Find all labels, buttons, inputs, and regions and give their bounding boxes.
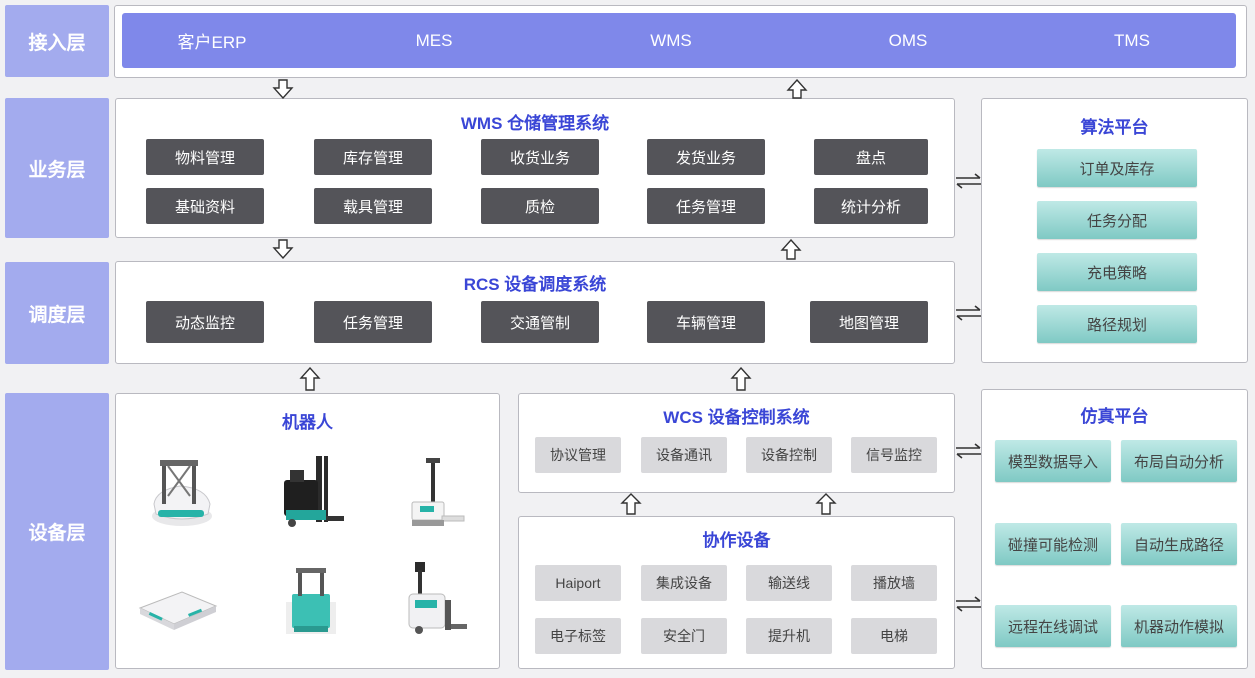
collab-module: 播放墙	[851, 565, 937, 601]
layer-label-device: 设备层	[5, 393, 109, 670]
algorithm-panel: 算法平台 订单及库存 任务分配 充电策略 路径规划	[981, 98, 1248, 363]
bidirectional-arrow-icon	[956, 173, 981, 189]
access-system-oms: OMS	[888, 30, 928, 50]
robot-image	[138, 591, 218, 630]
access-bar: 客户ERP MES WMS OMS TMS	[122, 13, 1236, 68]
arrow-down-icon	[272, 79, 294, 99]
wms-module: 物料管理	[146, 139, 264, 175]
robot-image	[411, 458, 465, 526]
robot-image	[152, 460, 212, 526]
simulation-module: 碰撞可能检测	[995, 523, 1111, 565]
bidirectional-arrow-icon	[956, 596, 981, 612]
access-system-mes: MES	[415, 30, 453, 50]
algorithm-title: 算法平台	[1080, 118, 1149, 137]
wcs-title: WCS 设备控制系统	[663, 408, 810, 427]
wms-module: 库存管理	[314, 139, 432, 175]
wms-module: 载具管理	[314, 188, 432, 224]
bidirectional-arrow-icon	[956, 443, 981, 459]
wms-module: 任务管理	[647, 188, 765, 224]
rcs-title: RCS 设备调度系统	[463, 275, 607, 294]
arrow-up-icon	[780, 239, 802, 260]
collab-title: 协作设备	[702, 531, 771, 550]
wms-module: 收货业务	[481, 139, 599, 175]
wms-module: 盘点	[814, 139, 928, 175]
wcs-module: 协议管理	[535, 437, 621, 473]
rcs-module: 交通管制	[481, 301, 599, 343]
access-system-tms: TMS	[1114, 30, 1150, 50]
robot-image	[408, 562, 467, 634]
wms-module: 发货业务	[647, 139, 765, 175]
simulation-module: 机器动作模拟	[1121, 605, 1237, 647]
wcs-module: 设备控制	[746, 437, 832, 473]
arrow-up-icon	[299, 367, 321, 391]
arrow-up-icon	[730, 367, 752, 391]
access-system-wms: WMS	[650, 30, 692, 50]
algorithm-module: 路径规划	[1037, 305, 1197, 343]
robots-title: 机器人	[282, 413, 333, 432]
wms-panel: WMS 仓储管理系统 物料管理 库存管理 收货业务 发货业务 盘点 基础资料 载…	[115, 98, 955, 238]
simulation-module: 远程在线调试	[995, 605, 1111, 647]
rcs-module: 车辆管理	[647, 301, 765, 343]
rcs-panel: RCS 设备调度系统 动态监控 任务管理 交通管制 车辆管理 地图管理	[115, 261, 955, 364]
algorithm-module: 订单及库存	[1037, 149, 1197, 187]
algorithm-module: 充电策略	[1037, 253, 1197, 291]
rcs-module: 动态监控	[146, 301, 264, 343]
rcs-module: 任务管理	[314, 301, 432, 343]
wms-module: 统计分析	[814, 188, 928, 224]
arrow-up-icon	[620, 493, 642, 515]
wms-module: 质检	[481, 188, 599, 224]
simulation-title: 仿真平台	[1080, 407, 1149, 426]
simulation-panel: 仿真平台 模型数据导入 布局自动分析 碰撞可能检测 自动生成路径 远程在线调试 …	[981, 389, 1248, 669]
arrow-up-icon	[815, 493, 837, 515]
arrow-up-icon	[786, 79, 808, 99]
wcs-panel: WCS 设备控制系统 协议管理 设备通讯 设备控制 信号监控	[518, 393, 955, 493]
robot-image	[286, 568, 336, 634]
wcs-module: 设备通讯	[641, 437, 727, 473]
collab-module: 提升机	[746, 618, 832, 654]
collab-module: 集成设备	[641, 565, 727, 601]
wms-title: WMS 仓储管理系统	[460, 114, 610, 133]
simulation-module: 自动生成路径	[1121, 523, 1237, 565]
algorithm-module: 任务分配	[1037, 201, 1197, 239]
wms-module: 基础资料	[146, 188, 264, 224]
bidirectional-arrow-icon	[956, 305, 981, 321]
arrow-down-icon	[272, 239, 294, 259]
simulation-module: 模型数据导入	[995, 440, 1111, 482]
robot-image	[284, 456, 344, 527]
collab-module: 输送线	[746, 565, 832, 601]
collab-panel: 协作设备 Haiport 集成设备 输送线 播放墙 电子标签 安全门 提升机 电…	[518, 516, 955, 669]
layer-label-dispatch: 调度层	[5, 262, 109, 364]
layer-label-access: 接入层	[5, 5, 109, 77]
simulation-module: 布局自动分析	[1121, 440, 1237, 482]
robots-panel: 机器人	[115, 393, 500, 669]
collab-module: 安全门	[641, 618, 727, 654]
wcs-module: 信号监控	[851, 437, 937, 473]
collab-module: 电梯	[851, 618, 937, 654]
access-system-erp: 客户ERP	[177, 33, 247, 52]
layer-label-business: 业务层	[5, 98, 109, 238]
rcs-module: 地图管理	[810, 301, 928, 343]
collab-module: Haiport	[535, 565, 621, 601]
collab-module: 电子标签	[535, 618, 621, 654]
